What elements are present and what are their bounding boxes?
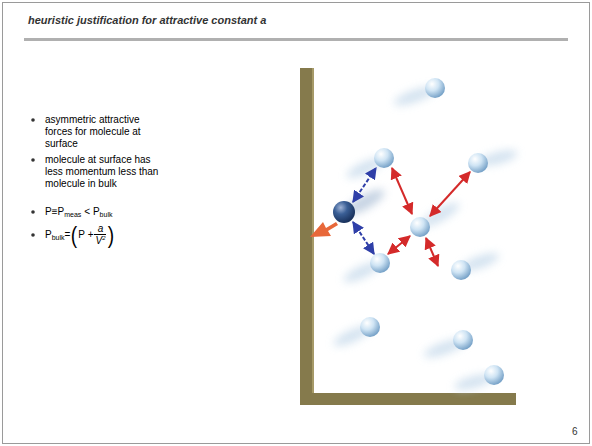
bullet-text: asymmetric attractive forces for molecul…	[45, 114, 167, 150]
surface-molecule	[333, 201, 355, 223]
slide-title: heuristic justification for attractive c…	[28, 14, 266, 26]
subscript: meas	[64, 209, 81, 221]
formula-text: P≡P	[45, 206, 64, 218]
fraction: aV̄2	[94, 223, 106, 248]
parenthesis: )	[108, 222, 114, 248]
blue-force-arrows	[353, 168, 376, 254]
title-rule	[24, 38, 568, 41]
formula-text: molecule at surface has less momentum le…	[45, 154, 158, 189]
bullet-marks	[31, 118, 35, 237]
exponent: 2	[102, 235, 105, 241]
page-number: 6	[572, 426, 578, 437]
formula-text: P +	[78, 229, 93, 241]
slide-frame	[3, 3, 590, 444]
denominator: V̄2	[94, 234, 106, 248]
container-wall	[300, 68, 516, 405]
bullet-text: Pbulk=(P +aV̄2)	[45, 222, 167, 248]
bullet-dot	[31, 158, 35, 162]
formula-text: =	[65, 229, 71, 241]
bullet-dot	[31, 233, 35, 237]
numerator: a	[98, 223, 104, 234]
bullet-text: P≡Pmeas< Pbulk	[45, 206, 167, 218]
formula-text: < P	[84, 206, 99, 218]
formula-text: asymmetric attractive forces for molecul…	[45, 114, 141, 149]
bullet-dot	[31, 118, 35, 122]
subscript: bulk	[100, 209, 113, 221]
motion-trails	[331, 83, 519, 393]
formula-text: P	[45, 229, 52, 241]
parenthesis: (	[71, 222, 77, 248]
net-force-arrow	[310, 222, 338, 237]
subscript: bulk	[52, 232, 65, 244]
bullet-text: molecule at surface has less momentum le…	[45, 154, 167, 190]
bullet-dot	[31, 210, 35, 214]
molecules	[360, 78, 504, 385]
symbol: V̄	[95, 235, 102, 246]
red-force-arrows	[388, 168, 470, 266]
